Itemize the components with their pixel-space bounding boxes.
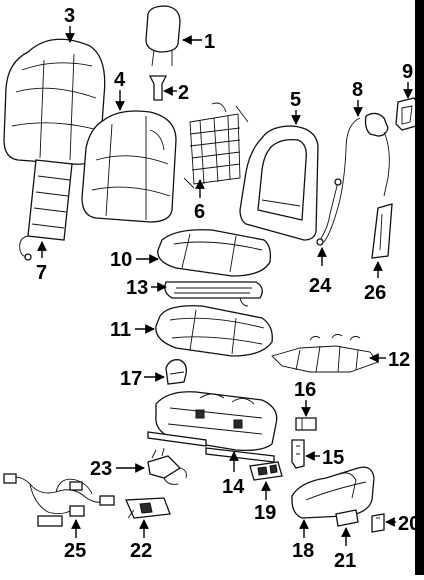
callout-26: 26 xyxy=(364,261,386,304)
callout-label-19: 19 xyxy=(254,502,276,524)
part-4-seatback-pad xyxy=(81,110,177,223)
callout-4: 4 xyxy=(114,69,126,111)
callout-8: 8 xyxy=(352,79,363,117)
callout-label-22: 22 xyxy=(130,540,152,562)
part-22-switch xyxy=(125,497,171,519)
part-16-bracket xyxy=(295,417,317,431)
callout-19: 19 xyxy=(254,481,276,524)
callout-11: 11 xyxy=(110,319,155,341)
callout-label-26: 26 xyxy=(364,282,386,304)
callout-1: 1 xyxy=(182,31,215,53)
callout-label-3: 3 xyxy=(64,5,75,27)
right-edge-bar xyxy=(415,0,424,575)
part-5-seatback-frame xyxy=(239,125,319,241)
part-19-switch-module xyxy=(249,461,283,481)
callout-label-1: 1 xyxy=(204,31,215,53)
callout-21: 21 xyxy=(334,527,356,572)
callout-label-15: 15 xyxy=(322,447,344,469)
part-20-knob xyxy=(371,513,385,533)
part-14-seat-track xyxy=(147,391,278,463)
callout-14: 14 xyxy=(222,451,245,498)
callout-3: 3 xyxy=(64,5,75,43)
part-10-cushion-cover xyxy=(157,229,272,277)
callout-20: 20 xyxy=(385,513,420,535)
callout-label-16: 16 xyxy=(294,379,316,401)
callout-16: 16 xyxy=(294,379,316,417)
callout-24: 24 xyxy=(309,247,332,297)
callout-23: 23 xyxy=(90,458,145,480)
callout-2: 2 xyxy=(163,82,189,104)
part-6-lumbar-support xyxy=(183,102,249,189)
callout-label-8: 8 xyxy=(352,79,363,101)
callout-10: 10 xyxy=(110,249,159,271)
callout-label-5: 5 xyxy=(290,89,301,111)
part-8-recliner-cable xyxy=(323,112,390,243)
callout-label-25: 25 xyxy=(64,540,86,562)
callout-label-23: 23 xyxy=(90,458,112,480)
callout-18: 18 xyxy=(292,519,314,562)
part-7-heater-element xyxy=(19,159,73,261)
callout-label-4: 4 xyxy=(114,69,126,91)
callout-label-6: 6 xyxy=(194,201,205,223)
part-25-wiring-harness xyxy=(3,473,115,527)
part-12-cushion-wire xyxy=(271,333,379,373)
callout-label-10: 10 xyxy=(110,249,132,271)
callout-label-9: 9 xyxy=(402,61,413,83)
part-2-guide-sleeve xyxy=(148,75,168,101)
part-17-clip xyxy=(165,359,188,385)
callout-7: 7 xyxy=(36,241,47,284)
part-26-side-panel xyxy=(371,203,393,259)
callout-label-24: 24 xyxy=(309,275,332,297)
part-15-bracket xyxy=(291,439,305,469)
callout-22: 22 xyxy=(130,519,152,562)
callout-label-13: 13 xyxy=(126,277,148,299)
part-13-cushion-heater xyxy=(164,281,263,307)
callout-label-14: 14 xyxy=(222,476,245,498)
part-21-cap xyxy=(335,509,359,527)
callout-label-18: 18 xyxy=(292,540,314,562)
callout-label-7: 7 xyxy=(36,262,47,284)
callout-label-11: 11 xyxy=(110,319,131,341)
part-23-connector xyxy=(147,447,187,485)
part-24-cable xyxy=(316,178,342,246)
callout-label-2: 2 xyxy=(178,82,189,104)
callout-12: 12 xyxy=(369,349,410,371)
callout-15: 15 xyxy=(305,447,344,469)
callout-label-21: 21 xyxy=(334,550,356,572)
callout-13: 13 xyxy=(126,277,167,299)
part-11-cushion-pad xyxy=(155,305,273,357)
callout-6: 6 xyxy=(194,179,205,223)
callout-5: 5 xyxy=(290,89,301,125)
callout-25: 25 xyxy=(64,519,86,562)
part-18-side-shield xyxy=(291,466,375,519)
callout-label-20: 20 xyxy=(398,513,420,535)
callout-9: 9 xyxy=(402,61,413,99)
callout-label-12: 12 xyxy=(388,349,410,371)
callout-label-17: 17 xyxy=(120,368,142,390)
part-1-headrest xyxy=(145,5,181,67)
callout-17: 17 xyxy=(120,368,165,390)
